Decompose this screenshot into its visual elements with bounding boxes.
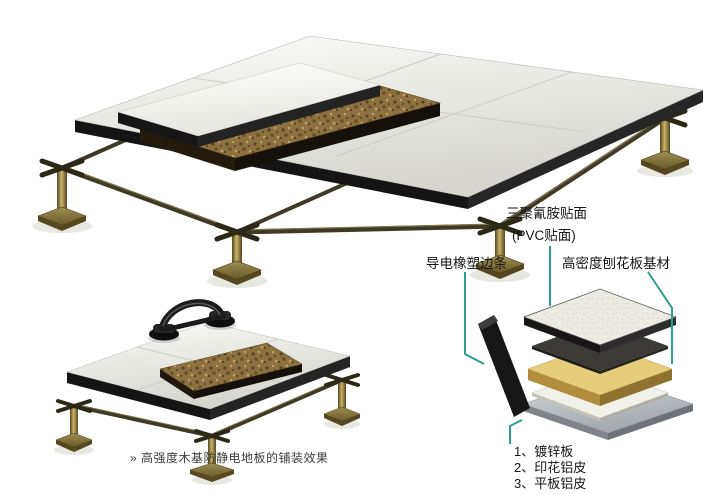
layer-list-item: 3、平板铝皮 bbox=[514, 476, 587, 491]
label-conductive-edge: 导电橡塑边条 bbox=[426, 256, 507, 271]
pedestal bbox=[475, 216, 525, 279]
exploded-stack bbox=[464, 246, 694, 444]
chipboard-sample-piece bbox=[159, 342, 303, 399]
pedestal bbox=[37, 158, 87, 231]
installation-effect-caption: » 高强度木基防静电地板的铺装效果 bbox=[130, 451, 329, 465]
pedestal bbox=[323, 373, 361, 426]
layer-list-item: 2、印花铝皮 bbox=[514, 460, 587, 475]
raised-floor-assembly-illustration bbox=[32, 35, 705, 288]
leader-lines bbox=[464, 246, 673, 444]
label-melamine-surface: 三聚氰胺贴面 bbox=[506, 206, 587, 221]
lifted-panel-top bbox=[117, 62, 381, 147]
layer-list: 1、镀锌板 2、印花铝皮 3、平板铝皮 bbox=[514, 444, 586, 492]
pedestal bbox=[55, 399, 93, 452]
layer-top-tile bbox=[522, 288, 678, 353]
label-pvc-surface: (PVC贴面) bbox=[512, 228, 576, 243]
exploded-layer-diagram: 三聚氰胺贴面 (PVC贴面) 导电橡塑边条 高密度刨花板基材 1、镀锌板 2、印… bbox=[420, 196, 727, 495]
panel-lifter-tool bbox=[148, 299, 236, 343]
leader-substrate bbox=[647, 271, 673, 364]
leader-edge-strip bbox=[464, 272, 485, 365]
leader-bottom-layers bbox=[509, 419, 523, 444]
conductive-edge-strip bbox=[478, 315, 530, 417]
pedestal bbox=[212, 222, 262, 285]
layer-list-item: 1、镀锌板 bbox=[514, 444, 574, 459]
floor-panel-with-lifter-illustration bbox=[54, 299, 361, 485]
pedestal bbox=[189, 429, 235, 482]
label-substrate: 高密度刨花板基材 bbox=[562, 256, 670, 271]
